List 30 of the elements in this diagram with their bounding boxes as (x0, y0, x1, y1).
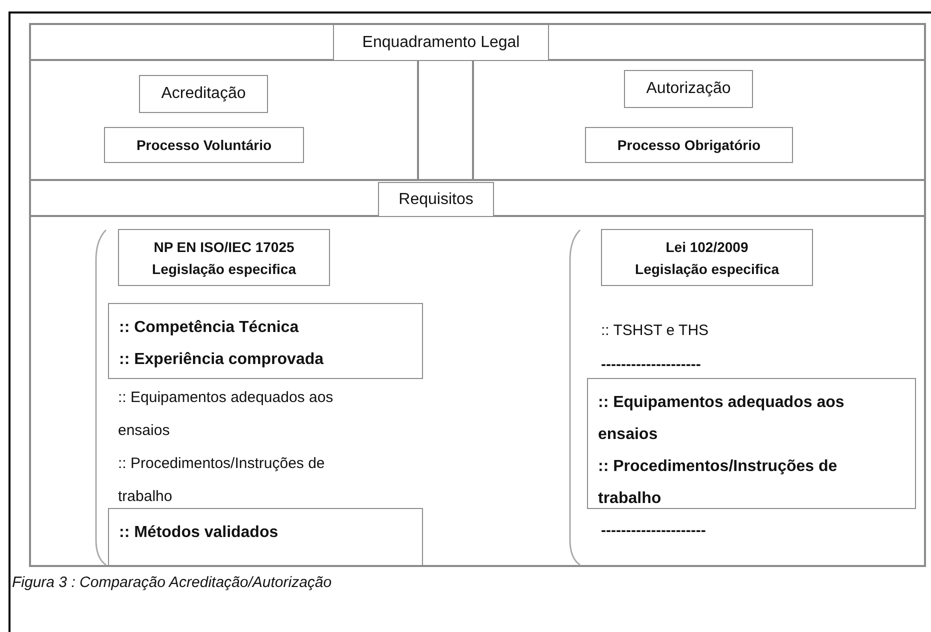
box-text: :: Métodos validados (119, 523, 278, 543)
label-box (585, 127, 793, 163)
box-text: Processo Voluntário (136, 136, 272, 155)
list-item: :: TSHST e THS (601, 321, 710, 341)
box-text: :: Procedimentos/Instruções de trabalho (598, 457, 838, 509)
box-text: Processo Obrigatório (617, 136, 761, 155)
title-box (333, 24, 549, 61)
list-item: :: Procedimentos/Instruções de trabalho (118, 454, 326, 507)
box-text: :: Equipamentos adequados aos ensaios (598, 393, 846, 445)
box-text: Enquadramento Legal (362, 34, 520, 52)
label-box (139, 75, 268, 113)
label-box (118, 229, 330, 286)
figure-caption: Figura 3 : Comparação Acreditação/Autorização (12, 574, 332, 591)
label-box (624, 70, 753, 108)
label-box (378, 182, 494, 217)
label-box (104, 127, 304, 163)
box-text: :: Experiência comprovada (119, 350, 324, 370)
box-text: Requisitos (398, 190, 474, 208)
box-text: Lei 102/2009 Legislação especifica (634, 238, 780, 279)
list-box (587, 378, 916, 509)
box-text: Acreditação (161, 85, 246, 103)
list-box (108, 303, 423, 379)
label-box (601, 229, 813, 286)
box-text: Autorização (646, 80, 731, 98)
separator-dashes: -------------------- (601, 355, 702, 375)
separator-dashes: --------------------- (601, 521, 707, 541)
list-item: :: Equipamentos adequados aos ensaios (118, 388, 334, 441)
list-box (108, 508, 423, 566)
box-text: :: Competência Técnica (119, 318, 299, 338)
box-text: NP EN ISO/IEC 17025 Legislação especifica (151, 238, 298, 279)
